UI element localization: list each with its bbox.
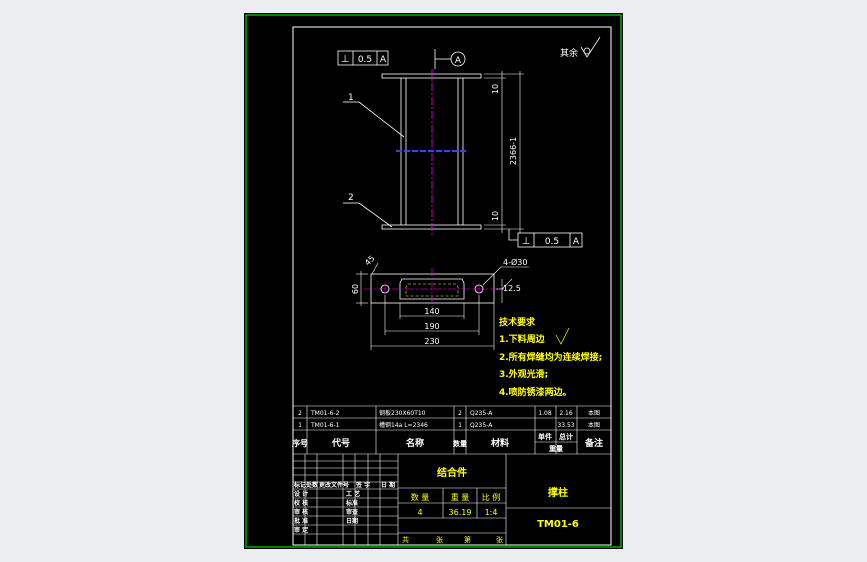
role-label: 审 定: [294, 526, 308, 534]
flatness-symbol-bottom: ⊥: [522, 236, 531, 247]
drawing-name: 撑柱: [548, 486, 568, 499]
role-label: 校 核: [294, 499, 308, 507]
header-note: 备注: [584, 437, 603, 449]
dim-bottom-thickness: 10: [491, 211, 500, 221]
rev-label: 标记: [293, 481, 306, 489]
dim-190: 190: [424, 322, 439, 331]
plan-channel: [399, 278, 465, 300]
sheets-total-label: 共: [402, 535, 409, 544]
header-name: 名称: [406, 437, 424, 449]
datum-a-marker: A: [434, 49, 466, 69]
drawing-sheet: ⊥ 0.5 A A 其余 1 2 10 2366-1 10: [244, 13, 623, 549]
weight-value: 36.19: [449, 508, 472, 517]
dim-230: 230: [424, 337, 439, 346]
assembly-name: 结合件: [437, 466, 467, 479]
hole-callout: 4-Ø30: [503, 257, 527, 267]
header-weight: 重量: [549, 444, 563, 453]
part-total-weight: 2.16: [559, 410, 573, 417]
rev-label: 日 期: [381, 481, 395, 489]
cad-drawing: ⊥ 0.5 A A 其余 1 2 10 2366-1 10: [245, 14, 622, 548]
datum-label: A: [455, 56, 462, 66]
role-label: 工 艺: [346, 490, 360, 498]
sheet-no-label: 第: [464, 535, 471, 544]
part-unit-weight: 1.08: [538, 410, 552, 417]
sheet-label: 张: [436, 535, 443, 544]
leader-1-label: 1: [348, 93, 354, 103]
part-qty: 1: [458, 422, 462, 429]
rev-label: 更改文件号: [319, 481, 349, 489]
dim-height: 2366-1: [509, 137, 518, 165]
flatness-symbol-top: ⊥: [341, 54, 350, 65]
header-unit: 单件: [538, 432, 552, 441]
flatness-datum-top: A: [380, 55, 387, 65]
plan-hidden-channel: [405, 283, 459, 297]
part-material: Q235-A: [470, 410, 493, 417]
plan-plate: [370, 273, 495, 304]
weight-label: 重 量: [451, 492, 470, 502]
part-name: 槽钢14a L=2346: [379, 421, 428, 429]
header-total: 总计: [559, 432, 573, 441]
part-code: TM01-6-2: [310, 410, 340, 417]
flatness-value-bottom: 0.5: [545, 237, 559, 247]
part-seq: 2: [298, 410, 302, 417]
part-seq: 1: [298, 422, 302, 429]
tech-note-1: 1.下料周边: [499, 333, 546, 345]
outer-frame: [245, 14, 622, 548]
top-plate: [381, 73, 482, 79]
header-seq: 序号: [292, 438, 308, 448]
flatness-value-top: 0.5: [358, 55, 372, 65]
dim-depth: 60: [351, 284, 360, 294]
tech-note-3: 3.外观光滑;: [499, 368, 548, 380]
scale-value: 1:4: [485, 508, 498, 517]
dim-140: 140: [424, 307, 439, 316]
part-note: 本图: [588, 421, 600, 429]
title-block: [293, 454, 611, 546]
drawing-number: TM01-6: [537, 519, 579, 530]
hole-offset: 12.5: [503, 284, 521, 293]
role-label: 设 计: [294, 490, 308, 498]
part-note: 本图: [588, 409, 600, 417]
qty-label: 数 量: [411, 492, 430, 502]
other-finish-label: 其余: [560, 47, 578, 59]
tech-notes: 技术要求 1.下料周边 2.所有焊缝均为连续焊接; 3.外观光滑; 4.喷防锈漆…: [499, 316, 602, 398]
surface-finish-other: 其余: [560, 36, 601, 59]
header-material: 材料: [490, 437, 509, 449]
part-total-weight: 33.53: [557, 422, 574, 429]
parts-list: [293, 405, 611, 455]
sheet-unit: 张: [496, 535, 503, 544]
tech-note-2: 2.所有焊缝均为连续焊接;: [499, 351, 602, 363]
bottom-plate: [381, 224, 482, 230]
tech-notes-title: 技术要求: [499, 316, 536, 328]
leader-2-label: 2: [348, 193, 354, 203]
rev-label: 签 字: [355, 481, 370, 489]
part-code: TM01-6-1: [310, 422, 340, 429]
role-label: 日期: [346, 517, 358, 525]
flatness-frame-top: ⊥ 0.5 A: [337, 50, 389, 66]
part-qty: 2: [458, 410, 462, 417]
tech-note-4: 4.喷防锈漆两边。: [499, 386, 572, 398]
qty-value: 4: [417, 508, 422, 517]
header-qty: 数量: [453, 439, 467, 448]
role-label: 批 准: [294, 517, 308, 525]
rev-label: 处数: [305, 481, 319, 489]
flatness-datum-bottom: A: [573, 237, 580, 247]
part-name: 钢板230X60T10: [379, 409, 426, 417]
scale-label: 比 例: [482, 492, 501, 502]
role-label: 审 核: [294, 508, 308, 516]
header-code: 代号: [331, 437, 350, 449]
role-label: 标准: [345, 499, 358, 507]
flatness-frame-bottom: ⊥ 0.5 A: [508, 229, 583, 248]
chamfer-label: 45: [363, 254, 377, 268]
dim-top-thickness: 10: [491, 84, 500, 94]
role-label: 审查: [346, 508, 358, 516]
part-material: Q235-A: [470, 422, 493, 429]
